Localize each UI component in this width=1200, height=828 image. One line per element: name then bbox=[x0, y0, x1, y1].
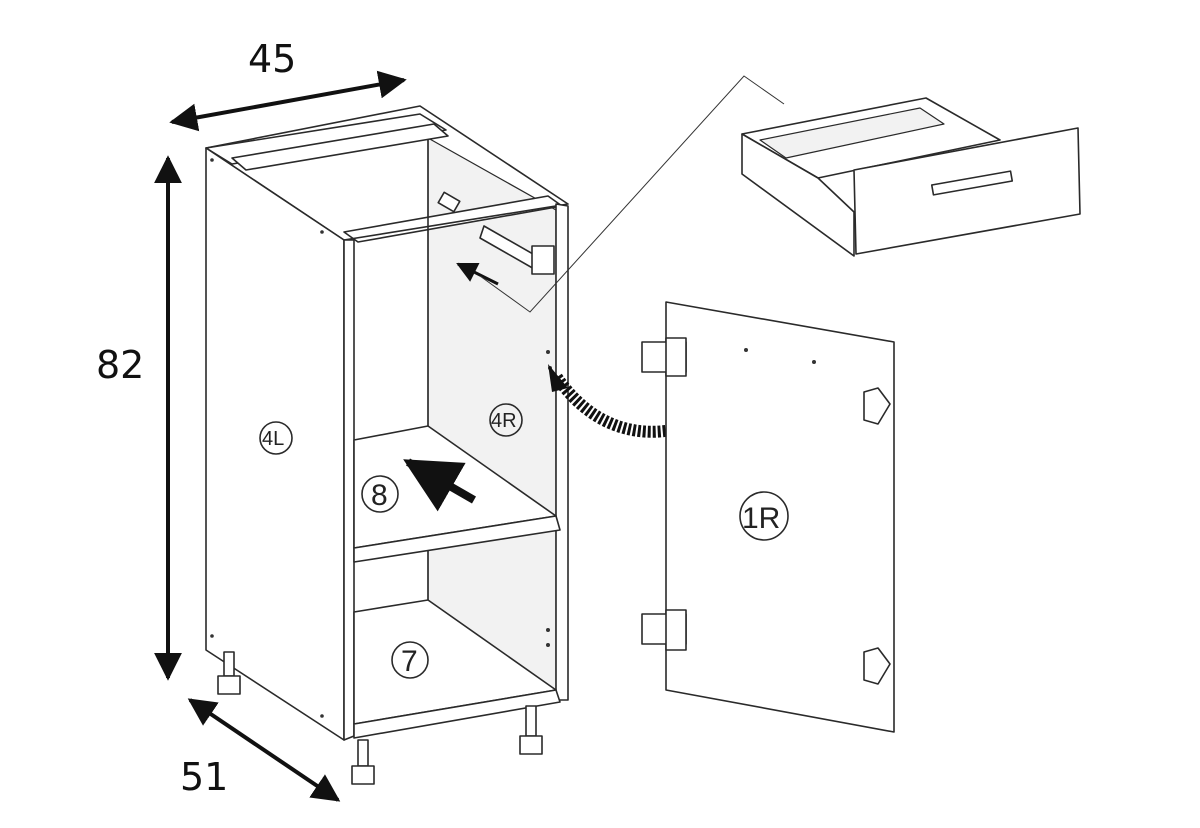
top-rail-back-inner bbox=[231, 123, 449, 171]
drawer bbox=[741, 97, 1081, 257]
svg-text:4R: 4R bbox=[491, 410, 517, 432]
side-panel-left-front-edge bbox=[343, 239, 355, 741]
part-7-marker: 7 bbox=[391, 641, 429, 679]
svg-text:4L: 4L bbox=[262, 428, 284, 450]
dimension-width: 45 bbox=[169, 37, 407, 132]
dimension-depth: 51 bbox=[180, 698, 341, 802]
leg bbox=[519, 705, 543, 755]
door-panel bbox=[665, 301, 895, 733]
part-4l-marker: 4L bbox=[259, 421, 293, 455]
part-4r-marker: 4R bbox=[489, 403, 523, 437]
svg-text:1R: 1R bbox=[742, 502, 780, 535]
svg-text:8: 8 bbox=[371, 479, 388, 512]
arrow-insert-drawer bbox=[456, 75, 785, 313]
dimension-height-label: 82 bbox=[96, 343, 144, 387]
dimension-depth-label: 51 bbox=[180, 755, 228, 799]
cabinet-legs bbox=[217, 651, 543, 785]
runner-bracket bbox=[531, 245, 555, 275]
drawer-side bbox=[741, 133, 855, 257]
part-8-marker: 8 bbox=[361, 475, 399, 513]
cabinet-carcass: 4L 4R 8 7 bbox=[205, 105, 569, 741]
bottom-front-edge bbox=[353, 689, 561, 739]
part-1r-marker: 1R bbox=[739, 491, 789, 541]
arrow-insert-shelf bbox=[403, 458, 476, 512]
leg bbox=[351, 739, 375, 785]
door-hinge-top bbox=[641, 337, 687, 377]
side-panel-right-edge bbox=[555, 203, 569, 701]
dimension-height: 82 bbox=[96, 155, 182, 681]
shelf-front-edge bbox=[353, 515, 561, 563]
door-hinge-bottom bbox=[641, 609, 687, 651]
svg-text:7: 7 bbox=[401, 645, 418, 678]
drawer-handle bbox=[930, 170, 1014, 196]
dimension-width-label: 45 bbox=[248, 37, 296, 81]
drawer-front bbox=[853, 127, 1081, 255]
leg bbox=[217, 651, 241, 695]
door: 1R bbox=[641, 301, 895, 733]
